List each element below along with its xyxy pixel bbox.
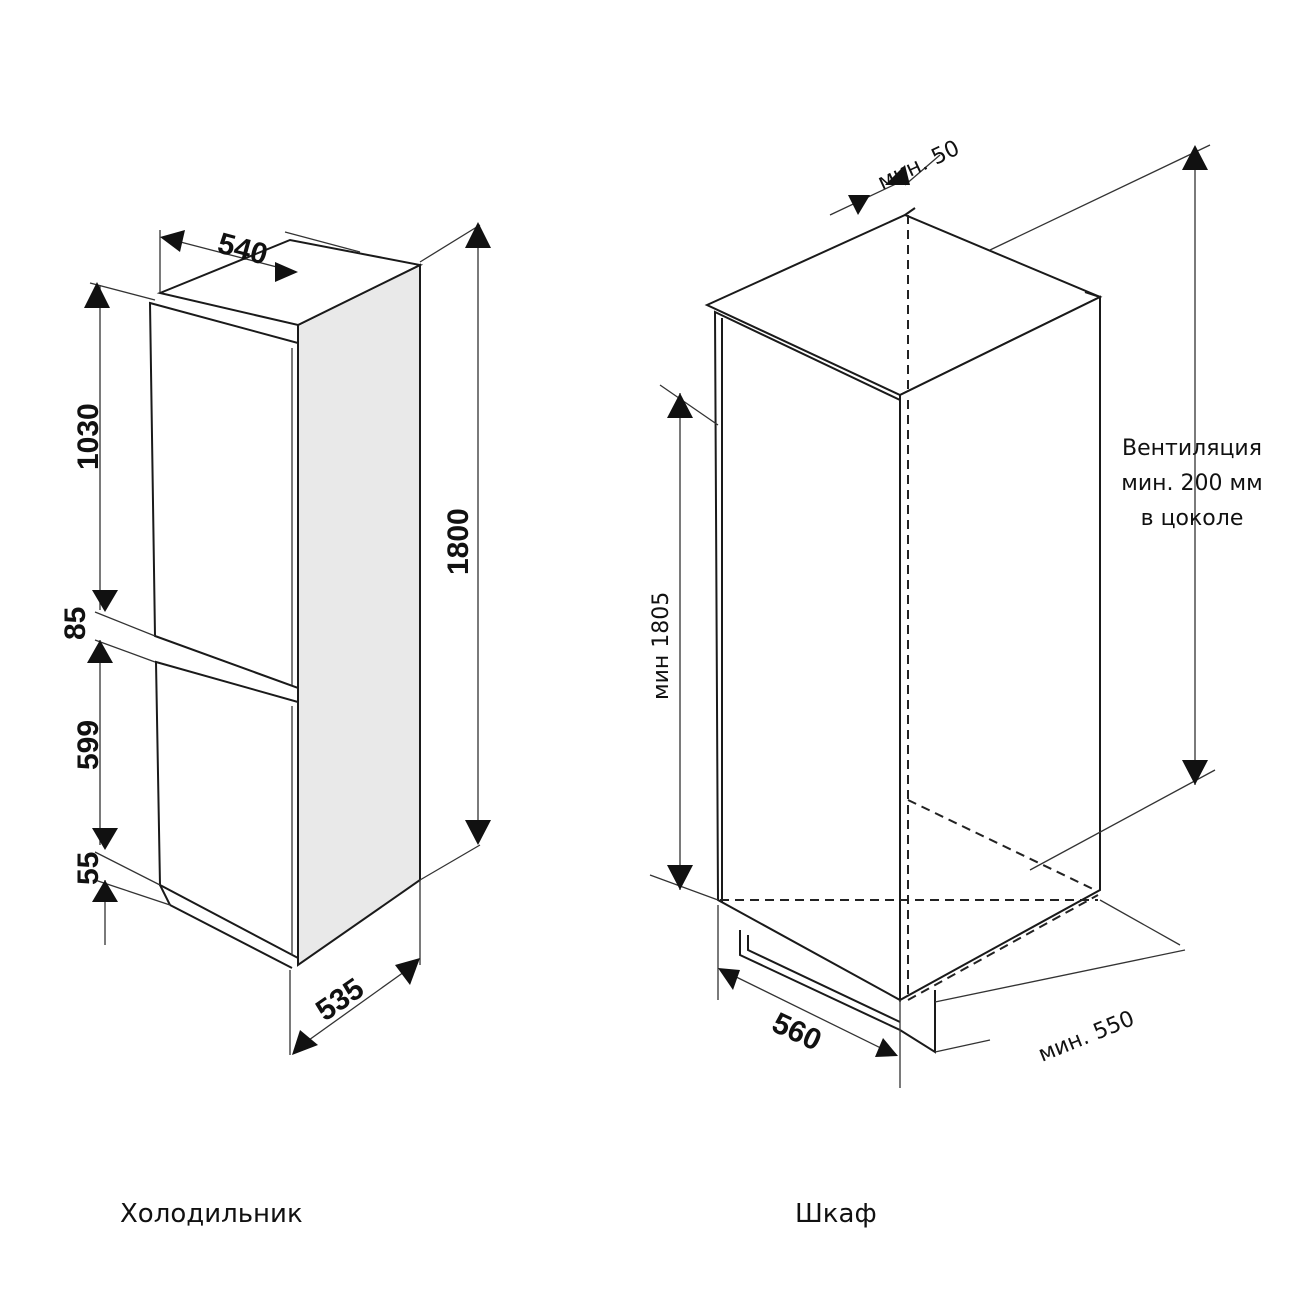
vent-line-1: Вентиляция [1122, 436, 1262, 461]
cabinet-left-panel [713, 310, 901, 1002]
dim-min-1805: мин 1805 [649, 592, 674, 700]
dim-535: 535 [310, 972, 370, 1028]
fridge-side-face [297, 263, 421, 967]
fridge-lower-door [154, 660, 299, 960]
dim-560: 560 [767, 1006, 826, 1057]
cabinet-drawing [649, 144, 1216, 1088]
cabinet-side-panel [899, 295, 1101, 1002]
vent-line-2: мин. 200 мм [1121, 471, 1262, 496]
ventilation-note: Вентиляция мин. 200 мм в цоколе [1121, 436, 1262, 531]
dim-1030: 1030 [72, 403, 105, 470]
vent-line-3: в цоколе [1141, 506, 1244, 531]
cabinet-caption: Шкаф [795, 1199, 877, 1229]
fridge-drawing [84, 222, 491, 1055]
dim-599: 599 [72, 720, 105, 770]
dim-540: 540 [214, 227, 271, 272]
dim-55: 55 [72, 852, 105, 885]
dim-1800: 1800 [442, 508, 475, 575]
fridge-upper-door [148, 301, 299, 690]
dim-85: 85 [59, 607, 92, 640]
dim-min-550: мин. 550 [1035, 1006, 1138, 1067]
dim-min-50: мин. 50 [874, 136, 964, 196]
fridge-top-face [156, 238, 424, 327]
fridge-caption: Холодильник [120, 1199, 303, 1229]
